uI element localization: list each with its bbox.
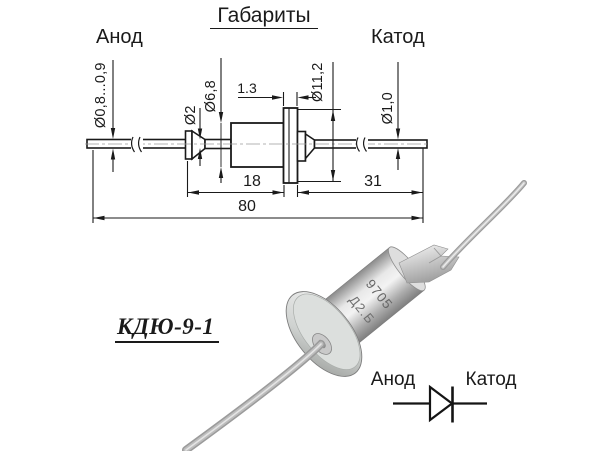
cathode-label-top: Катод — [371, 26, 425, 48]
diode-symbol — [393, 384, 487, 423]
photo-flange-disc — [285, 291, 363, 377]
dim-flange-thickness: 1.3 — [237, 80, 257, 96]
diode-photo: Д2.Б 9705 — [182, 180, 527, 451]
photo-tab — [398, 244, 460, 284]
dim-anode-lead-diameter: Ø0,8...0,9 — [92, 62, 109, 129]
dim-cathode-lead-diameter: Ø1,0 — [379, 92, 396, 125]
photo-anode-wire — [182, 340, 325, 451]
dim-flange-diameter: Ø11,2 — [309, 62, 326, 102]
symbol-triangle — [428, 384, 454, 423]
dim-pin-diameter: Ø2 — [182, 105, 199, 126]
symbol-anode-label: Анод — [370, 369, 416, 390]
part-number: КДЮ-9-1 — [115, 315, 220, 343]
body — [230, 122, 285, 168]
photo-cathode-wire — [440, 180, 527, 270]
dim-overall-length: 80 — [238, 198, 256, 215]
dimension-lines — [92, 58, 424, 223]
cathode-cone — [304, 132, 316, 161]
dim-cathode-lead-length: 31 — [364, 173, 382, 190]
symbol-cathode-label: Катод — [465, 369, 517, 390]
flange — [282, 107, 299, 184]
dim-body-length: 18 — [243, 173, 261, 190]
dim-body-diameter: Ø6,8 — [202, 80, 219, 113]
anode-label-top: Анод — [96, 26, 143, 48]
lead-breaks — [130, 135, 368, 153]
page-title: Габариты — [210, 5, 318, 29]
cathode-cap — [296, 130, 307, 162]
